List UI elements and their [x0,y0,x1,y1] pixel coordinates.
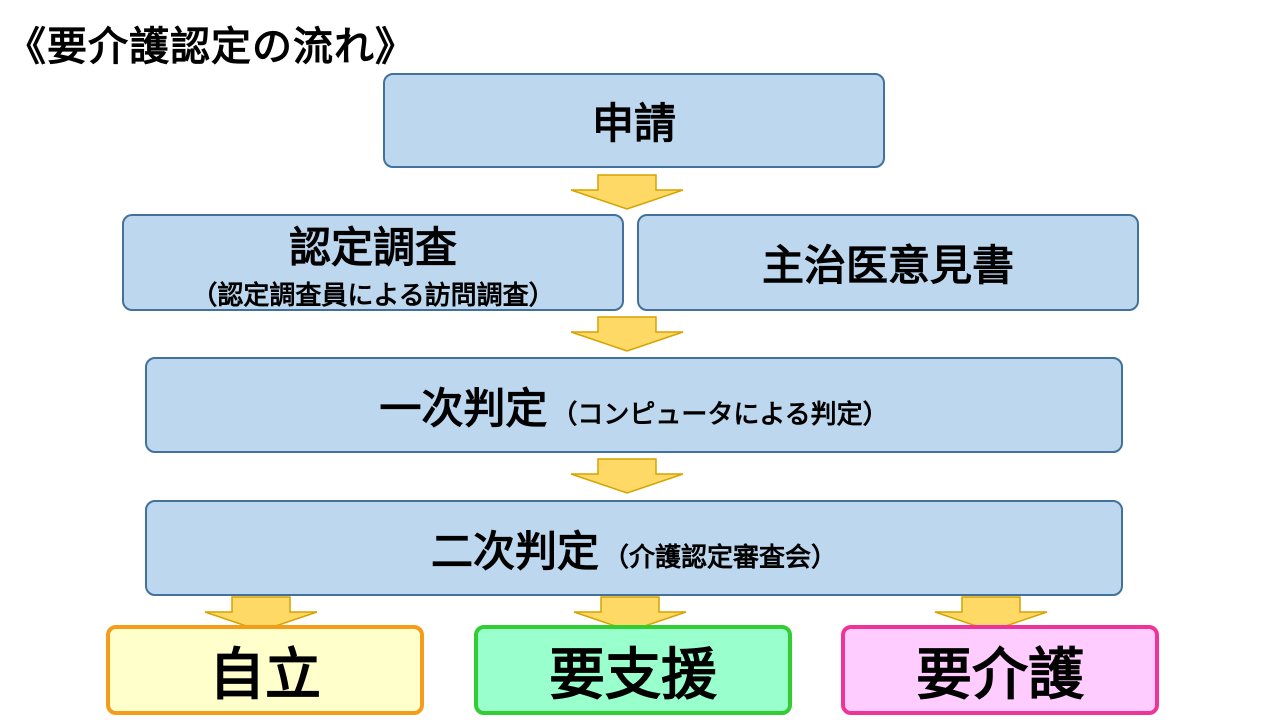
step-primary-sub: （コンピュータによる判定） [551,399,889,430]
down-arrow-icon [570,174,684,210]
step-secondary-sub: （介護認定審査会） [603,542,838,573]
step-doctor-opinion-box: 主治医意見書 [637,214,1139,311]
step-survey-box: 認定調査 （認定調査員による訪問調査） [122,214,624,311]
down-arrow-icon [204,596,318,632]
step-doctor-opinion-label: 主治医意見書 [761,241,1014,290]
down-arrow-icon [573,596,687,632]
step-primary-label: 一次判定 [379,383,548,433]
step-secondary-box: 二次判定 （介護認定審査会） [145,500,1123,596]
step-secondary-label: 二次判定 [430,526,599,576]
outcome-care-required-box: 要介護 [841,625,1159,715]
down-arrow-icon [570,316,684,352]
step-application-box: 申請 [383,73,885,168]
outcome-independent-box: 自立 [106,625,424,715]
step-application-label: 申請 [591,99,676,148]
step-primary-box: 一次判定 （コンピュータによる判定） [145,357,1123,453]
outcome-independent-label: 自立 [209,642,321,708]
outcome-support-required-label: 要支援 [549,642,717,708]
step-survey-label: 認定調査 [288,222,457,272]
page-title: 《要介護認定の流れ》 [6,24,416,70]
outcome-care-required-label: 要介護 [916,642,1084,708]
step-survey-sub: （認定調査員による訪問調査） [191,280,555,311]
outcome-support-required-box: 要支援 [474,625,792,715]
down-arrow-icon [934,596,1048,632]
down-arrow-icon [570,458,684,494]
